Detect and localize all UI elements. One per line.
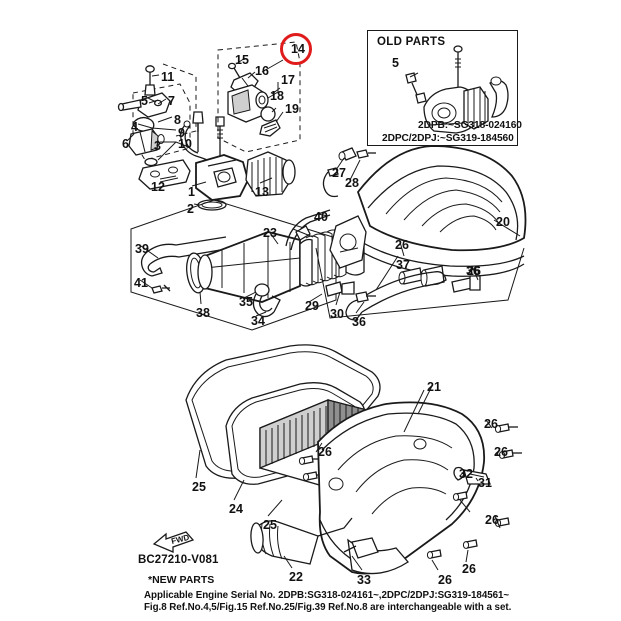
callout-number-36: 36 (352, 315, 366, 329)
callout-number-16: 16 (255, 64, 269, 78)
callout-number-31: 31 (478, 476, 492, 490)
callout-number-35: 35 (239, 295, 253, 309)
callout-number-5: 5 (141, 94, 148, 108)
callout-number-40: 40 (314, 210, 328, 224)
group-air-duct (130, 199, 365, 331)
callout-number-41: 41 (134, 276, 148, 290)
fwd-direction-arrow-icon: FWD (152, 531, 195, 553)
callout-number-8: 8 (174, 113, 181, 127)
callout-number-17: 17 (281, 73, 295, 87)
callout-number-29: 29 (305, 299, 319, 313)
diagram-code: BC27210-V081 (138, 554, 219, 566)
footer-note-serial: Applicable Engine Serial No. 2DPB:SG318-… (144, 590, 510, 601)
callout-number-14: 14 (291, 42, 305, 56)
callout-number-21: 21 (427, 380, 441, 394)
callout-number-7: 7 (168, 94, 175, 108)
group-throttle-assembly (117, 63, 296, 211)
callout-number-1: 1 (188, 185, 195, 199)
callout-number-38: 38 (196, 306, 210, 320)
callout-number-2: 2 (187, 202, 194, 216)
old-parts-inset-box (367, 30, 518, 146)
group-frame-cover (315, 145, 527, 321)
callout-number-33: 33 (357, 573, 371, 587)
callout-number-25: 25 (192, 480, 206, 494)
callout-number-3: 3 (154, 139, 161, 153)
callout-number-11: 11 (161, 70, 175, 84)
callout-number-36: 36 (466, 264, 480, 278)
callout-number-22: 22 (289, 570, 303, 584)
callout-leaders (127, 74, 521, 571)
old-parts-title: OLD PARTS (377, 36, 446, 48)
callout-number-20: 20 (496, 215, 510, 229)
callout-number-26: 26 (395, 238, 409, 252)
callout-number-9: 9 (178, 126, 185, 140)
callout-number-10: 10 (178, 137, 192, 151)
callout-number-4: 4 (131, 120, 138, 134)
callout-number-32: 32 (459, 467, 473, 481)
old-parts-serial-line-2: 2DPC/2DPJ:~SG319-184560 (382, 133, 514, 144)
callout-number-26: 26 (494, 445, 508, 459)
callout-number-39: 39 (135, 242, 149, 256)
footer-note-interchange: Fig.8 Ref.No.4,5/Fig.15 Ref.No.25/Fig.39… (144, 602, 512, 613)
old-parts-callout-5: 5 (392, 56, 399, 70)
callout-number-25: 25 (263, 518, 277, 532)
callout-number-26: 26 (485, 513, 499, 527)
callout-number-30: 30 (330, 307, 344, 321)
callout-number-26: 26 (462, 562, 476, 576)
highlight-circle-callout-14 (280, 33, 312, 65)
callout-number-34: 34 (251, 314, 265, 328)
old-parts-illustration (405, 45, 509, 134)
callout-number-19: 19 (285, 102, 299, 116)
callout-number-27: 27 (332, 166, 346, 180)
callout-number-6: 6 (122, 137, 129, 151)
callout-number-15: 15 (235, 53, 249, 67)
old-parts-serial-line-1: 2DPB:~SG318-024160 (418, 120, 522, 131)
callout-number-37: 37 (396, 258, 410, 272)
new-parts-label: *NEW PARTS (148, 574, 215, 586)
callout-number-26: 26 (318, 445, 332, 459)
fwd-label: FWD (170, 533, 190, 546)
callout-number-13: 13 (255, 185, 269, 199)
callout-number-18: 18 (270, 89, 284, 103)
callout-number-26: 26 (438, 573, 452, 587)
callout-number-26: 26 (467, 264, 481, 278)
group-new-parts-region (217, 41, 301, 153)
callout-number-23: 23 (263, 226, 277, 240)
callout-number-26: 26 (484, 417, 498, 431)
callout-number-12: 12 (151, 180, 165, 194)
callout-number-28: 28 (345, 176, 359, 190)
callout-number-24: 24 (229, 502, 243, 516)
